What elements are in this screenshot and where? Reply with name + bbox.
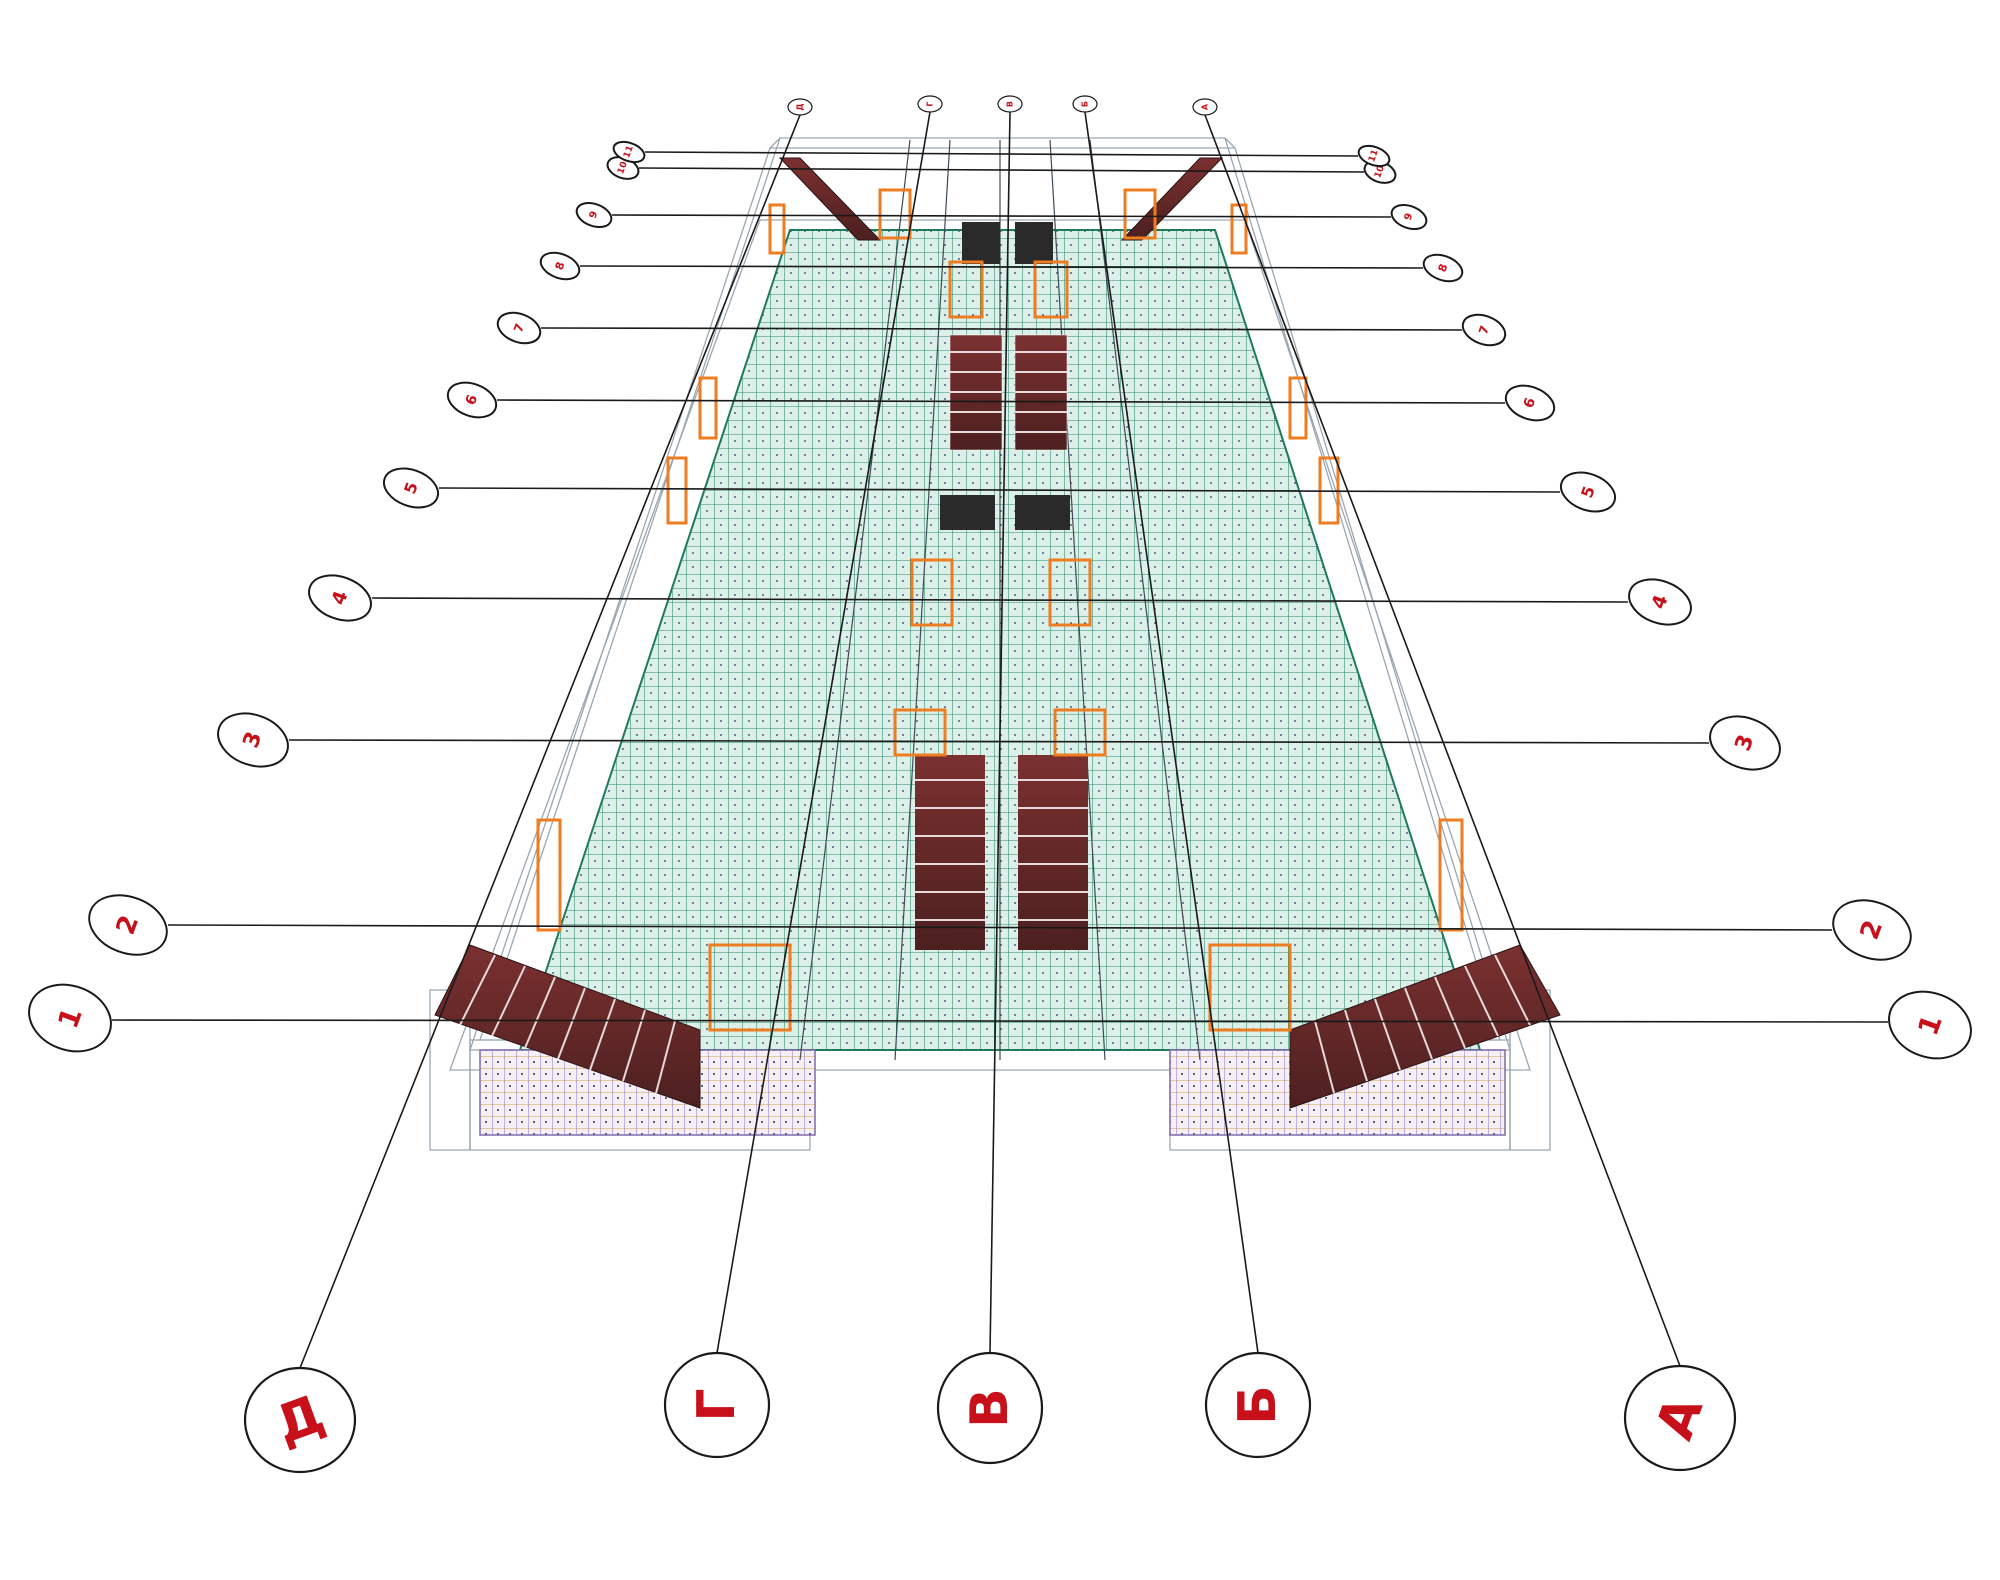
window-icon [698, 376, 718, 440]
landing-mid-right [1015, 495, 1070, 530]
door-icon [1053, 708, 1107, 757]
axis-11-bubble-left: 11 [612, 140, 646, 164]
axis-11-bubble-right: 11 [1357, 144, 1391, 168]
axis-1-bubble-left: 1 [28, 983, 112, 1053]
axis-V-label: В [960, 1388, 1020, 1428]
stair-bottom-right [1289, 944, 1561, 1109]
axis-B-bubble: Б [1204, 1351, 1312, 1459]
stair-mid-lower-left [915, 755, 985, 950]
axis-A-label-top: А [1201, 103, 1210, 110]
openings [536, 188, 1464, 1032]
axis-8-line [579, 265, 1424, 269]
axis-V-label-top: В [1006, 101, 1015, 107]
landing-top-left [962, 222, 1000, 264]
axis-2-bubble-right: 2 [1832, 899, 1912, 961]
axis-10-bubble-left: 10 [606, 156, 640, 180]
axis-G-label: Г [687, 1388, 747, 1421]
door-icon [910, 558, 954, 627]
axis-V-line [989, 111, 1011, 1354]
axis-7-bubble-right: 7 [1461, 313, 1507, 347]
axis-8-bubble-left: 8 [539, 251, 581, 281]
axis-G-label-top: Г [926, 101, 935, 106]
door-icon [878, 188, 912, 240]
stair-top-left [778, 157, 882, 241]
axis-4-bubble-right: 4 [1628, 578, 1692, 626]
axis-6-bubble-left: 6 [446, 381, 498, 419]
axis-9-label: 9 [588, 210, 601, 220]
axis-3-bubble-right: 3 [1709, 715, 1781, 771]
axis-11-label: 11 [1367, 148, 1381, 163]
axis-4-line [371, 597, 1629, 603]
axis-6-bubble-right: 6 [1504, 384, 1556, 422]
landing-top-right [1015, 222, 1053, 264]
window-icon [666, 456, 688, 525]
stair-flights [434, 157, 1561, 1109]
axis-B-label-top: Б [1081, 101, 1090, 107]
axis-3-line [288, 739, 1710, 744]
door-icon [948, 260, 984, 319]
axis-8-label: 8 [1436, 262, 1451, 274]
foundation-left [479, 1049, 816, 1136]
axis-10-line [638, 167, 1365, 173]
door-icon [708, 943, 792, 1032]
landing-mid-left [940, 495, 995, 530]
axis-1-bubble-right: 1 [1888, 990, 1972, 1060]
axis-9-line [611, 214, 1392, 218]
door-icon [1123, 188, 1157, 240]
axis-6-line [496, 399, 1506, 404]
axis-11-label: 11 [622, 144, 636, 159]
axis-B-label: Б [1228, 1385, 1288, 1425]
axis-2-bubble-left: 2 [88, 894, 168, 956]
axis-D-line [299, 114, 801, 1369]
door-icon [1208, 943, 1292, 1032]
window-icon [536, 818, 562, 932]
axis-4-bubble-left: 4 [308, 574, 372, 622]
window-icon [1288, 376, 1308, 440]
axis-10-bubble-right: 10 [1363, 160, 1397, 184]
axis-A-bubble: А [1623, 1364, 1737, 1472]
axis-2-line [167, 924, 1833, 931]
axis-9-bubble-left: 9 [575, 201, 613, 229]
axis-10-label: 10 [616, 160, 630, 175]
axis-1-line [111, 1019, 1889, 1023]
window-icon [1438, 818, 1464, 932]
stair-bottom-left [434, 944, 701, 1109]
door-icon [893, 708, 947, 757]
door-icon [1048, 558, 1092, 627]
axis-10-label: 10 [1373, 164, 1387, 179]
axis-A-line [1204, 114, 1681, 1367]
axis-B-line [1084, 111, 1259, 1354]
axis-3-bubble-left: 3 [217, 712, 289, 768]
axis-9-label: 9 [1403, 212, 1416, 222]
axis-D-bubble-top: Д [787, 98, 813, 116]
axis-G-bubble-top: Г [917, 95, 943, 113]
axis-11-line [644, 151, 1359, 157]
door-icon [1033, 260, 1069, 319]
axis-V-bubble: В [936, 1351, 1044, 1465]
axis-8-bubble-right: 8 [1422, 253, 1464, 283]
axis-A-bubble-top: А [1192, 98, 1218, 116]
axis-8-label: 8 [553, 260, 568, 272]
axis-G-line [716, 111, 931, 1354]
axis-9-bubble-right: 9 [1390, 203, 1428, 231]
window-icon [768, 203, 786, 255]
axis-7-line [540, 327, 1463, 331]
axis-5-bubble-left: 5 [382, 467, 440, 509]
axis-5-bubble-right: 5 [1559, 471, 1617, 513]
axis-D-label-top: Д [796, 103, 805, 110]
axis-B-bubble-top: Б [1072, 95, 1098, 113]
axis-5-line [438, 487, 1561, 493]
axis-G-bubble: Г [663, 1351, 771, 1459]
axis-D-bubble: Д [243, 1366, 357, 1474]
stair-top-right [1120, 157, 1224, 241]
axis-V-bubble-top: В [997, 95, 1023, 113]
stair-mid-lower-right [1018, 755, 1088, 950]
axis-7-bubble-left: 7 [496, 311, 542, 345]
window-icon [1230, 203, 1248, 255]
